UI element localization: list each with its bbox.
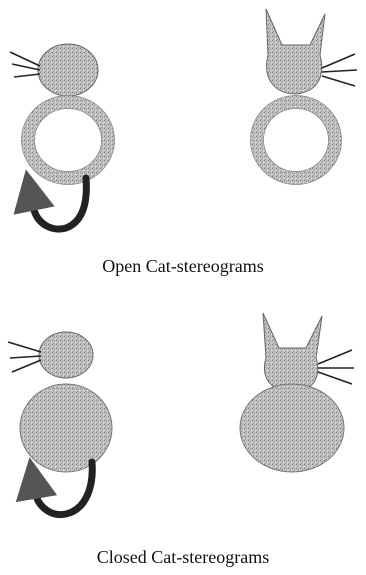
closed-cat-left (8, 332, 112, 515)
whiskers (322, 54, 357, 86)
caption-closed-cat-stereograms: Closed Cat-stereograms (0, 547, 366, 568)
open-cat-right (251, 9, 358, 185)
cat-body-ring (257, 102, 335, 178)
open-cat-left (10, 44, 115, 229)
tail-arrow (30, 190, 34, 210)
cat-head (39, 332, 93, 378)
cat-head-with-ears (263, 313, 322, 392)
closed-cat-right (240, 313, 354, 472)
cat-body-ring (28, 102, 108, 178)
whiskers (10, 52, 40, 77)
caption-open-cat-stereograms: Open Cat-stereograms (0, 256, 366, 277)
whiskers (8, 342, 41, 372)
cat-head-with-ears (266, 9, 325, 94)
whiskers (318, 350, 354, 384)
cat-head (38, 44, 98, 96)
tail-arrow (33, 478, 36, 496)
cat-body-solid (240, 384, 344, 472)
cat-body-solid (20, 384, 112, 472)
cat-tail (34, 178, 86, 229)
